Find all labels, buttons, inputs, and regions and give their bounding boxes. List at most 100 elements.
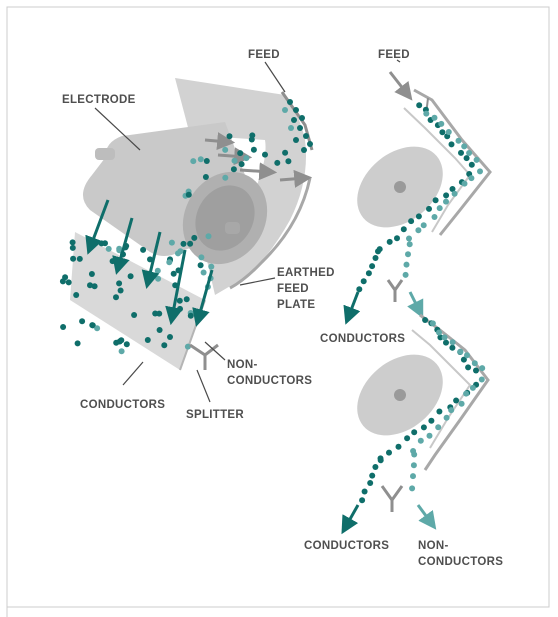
non-conductors-label-left-2: CONDUCTORS <box>227 375 312 387</box>
non-conductor-particle <box>222 147 228 153</box>
conductor-particle <box>362 489 368 495</box>
non-conductor-particle <box>443 199 449 205</box>
non-conductor-particle <box>436 330 442 336</box>
conductor-particle <box>439 129 445 135</box>
conductor-particle <box>181 241 187 247</box>
conductor-particle <box>89 322 95 328</box>
conductors-label-right-lower: CONDUCTORS <box>304 540 389 552</box>
non-conductor-particle <box>452 191 458 197</box>
conductor-particle <box>396 444 402 450</box>
conductor-particle <box>60 324 66 330</box>
non-conductor-particle <box>463 391 469 397</box>
conductor-particle <box>291 117 297 123</box>
conductor-particle <box>421 424 427 430</box>
non-conductor-particle <box>448 407 454 413</box>
conductor-particle <box>262 152 268 158</box>
conductor-particle <box>297 125 303 131</box>
non-conductor-particle <box>411 452 417 458</box>
non-conductors-label-right-1: NON- <box>418 540 449 552</box>
conductor-particle <box>118 288 124 294</box>
feed-plate-label-feed: FEED <box>277 283 309 295</box>
non-conductor-particle <box>418 438 424 444</box>
conductor-particle <box>411 429 417 435</box>
conductor-particle <box>473 368 479 374</box>
non-conductor-particle <box>432 115 438 121</box>
non-conductor-particle <box>232 158 238 164</box>
conductor-particle <box>293 137 299 143</box>
non-conductor-particle <box>190 158 196 164</box>
conductor-particle <box>77 256 83 262</box>
conductor-particle <box>422 317 428 323</box>
non-conductor-particle <box>462 181 468 187</box>
non-conductor-particle <box>421 222 427 228</box>
non-conductor-particle <box>479 365 485 371</box>
conductor-particle <box>416 102 422 108</box>
non-conductor-particle <box>404 262 410 268</box>
conductor-particle <box>359 497 365 503</box>
conductor-particle <box>75 340 81 346</box>
conductor-particle <box>433 197 439 203</box>
conductor-particle <box>449 345 455 351</box>
non-conductor-particle <box>166 259 172 265</box>
non-conductor-particle <box>459 401 465 407</box>
conductor-particle <box>301 147 307 153</box>
lower-stage <box>341 315 488 528</box>
conductor-particle <box>177 306 183 312</box>
conductor-particle <box>274 160 280 166</box>
non-conductors-label-right-2: CONDUCTORS <box>418 556 503 568</box>
non-conductor-particle <box>456 138 462 144</box>
conductor-particle <box>394 235 400 241</box>
non-conductor-particle <box>169 240 175 246</box>
conductor-particle <box>443 340 449 346</box>
conductor-particle <box>124 341 130 347</box>
electrode-label: ELECTRODE <box>62 94 136 106</box>
conductor-particle <box>203 174 209 180</box>
conductor-particle <box>303 133 309 139</box>
conductor-particle <box>307 141 313 147</box>
conductor-particle <box>131 312 137 318</box>
conductor-particle <box>356 286 362 292</box>
feed-label-right: FEED <box>378 49 410 61</box>
non-conductor-particle <box>155 268 161 274</box>
non-conductor-particle <box>479 377 485 383</box>
non-conductor-particle <box>406 236 412 242</box>
conductor-particle <box>73 292 79 298</box>
conductor-particle <box>128 273 134 279</box>
conductors-label-left: CONDUCTORS <box>80 399 165 411</box>
non-conductor-particle <box>405 251 411 257</box>
conductor-particle <box>428 418 434 424</box>
non-conductor-particle <box>198 254 204 260</box>
non-conductor-particle <box>208 264 214 270</box>
conductor-particle <box>287 99 293 105</box>
non-conductor-particle <box>411 462 417 468</box>
conductor-particle <box>184 296 190 302</box>
conductor-particle <box>416 213 422 219</box>
conductor-particle <box>469 162 475 168</box>
non-conductor-particle <box>430 320 436 326</box>
non-conductor-particle <box>464 352 470 358</box>
non-conductor-particle <box>432 214 438 220</box>
conductor-particle <box>92 283 98 289</box>
non-conductor-particle <box>461 143 467 149</box>
conductor-particle <box>465 364 471 370</box>
non-conductor-particle <box>243 155 249 161</box>
conductor-particle <box>204 158 210 164</box>
non-conductors-label-left-1: NON- <box>227 359 258 371</box>
conductor-particle <box>66 279 72 285</box>
non-conductor-particle <box>155 276 161 282</box>
non-conductor-particle <box>415 227 421 233</box>
conductor-particle <box>285 158 291 164</box>
conductor-particle <box>140 247 146 253</box>
non-conductor-particle <box>472 360 478 366</box>
conductor-particle <box>378 457 384 463</box>
conductor-particle <box>299 115 305 121</box>
non-conductor-particle <box>457 349 463 355</box>
non-conductor-particle <box>437 205 443 211</box>
conductor-particle <box>145 337 151 343</box>
conductor-particle <box>386 450 392 456</box>
non-conductor-particle <box>119 348 125 354</box>
conductor-particle <box>369 473 375 479</box>
conductor-particle <box>187 241 193 247</box>
conductor-particle <box>161 342 167 348</box>
non-conductor-particle <box>477 168 483 174</box>
